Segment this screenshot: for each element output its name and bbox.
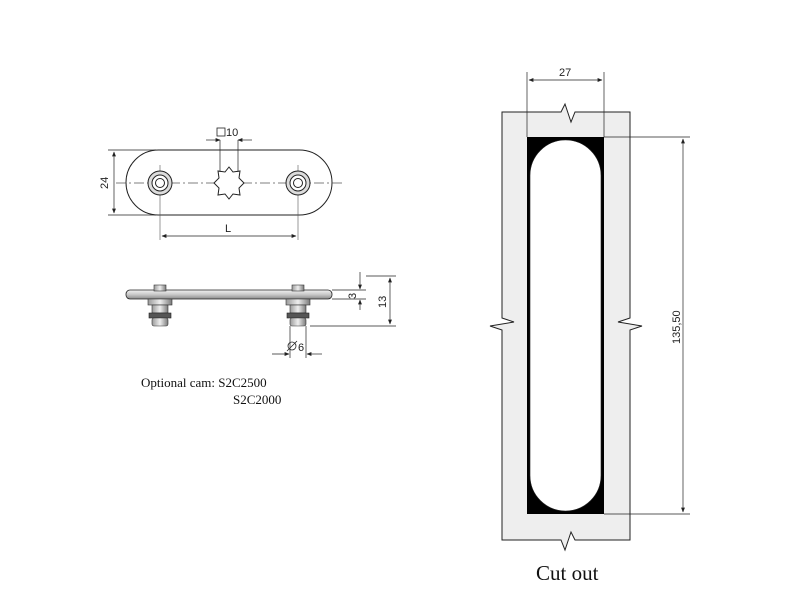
left-rivet	[147, 284, 173, 327]
square-dim-label: 10	[226, 127, 238, 139]
cutout-caption: Cut out	[536, 561, 599, 585]
cutout-slot	[529, 139, 602, 512]
right-hole	[285, 170, 311, 196]
cutout-height-label: 135,50	[671, 310, 683, 344]
left-hole	[147, 170, 173, 196]
cutout-width-label: 27	[559, 67, 571, 79]
optional-cam-note-2: S2C2000	[233, 392, 281, 407]
plate-side	[125, 289, 333, 300]
side-height-dim-label: 13	[377, 296, 389, 308]
side-view: 3 13 6	[125, 272, 396, 358]
length-dim-label: L	[225, 223, 231, 235]
right-rivet	[285, 284, 311, 327]
height-dim-label: 24	[99, 177, 111, 189]
optional-cam-note: Optional cam: S2C2500	[141, 375, 267, 390]
cutout-view: 27 135,50 Cut out	[489, 67, 690, 585]
star-hole	[213, 166, 245, 200]
thickness-dim-label: 3	[347, 293, 359, 299]
diameter-dim-label: 6	[298, 342, 304, 354]
top-view: 10 24 L	[99, 127, 342, 240]
